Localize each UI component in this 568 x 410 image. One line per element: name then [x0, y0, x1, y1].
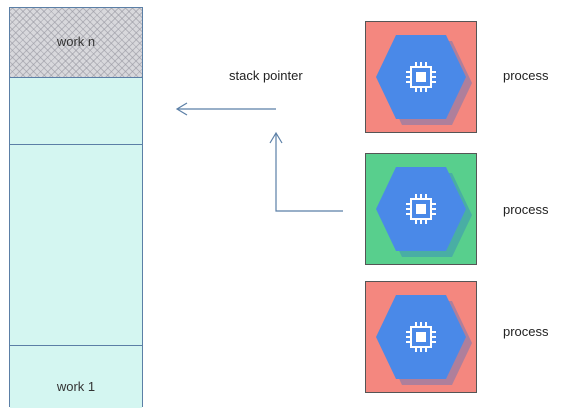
left-arrow-icon: [175, 102, 276, 116]
stack-slot-empty: [10, 78, 142, 145]
process-tile: [365, 281, 477, 393]
cpu-chip-icon: [366, 282, 476, 392]
stack-slot-work-n: work n: [10, 8, 142, 78]
cpu-chip-icon: [366, 154, 476, 264]
process-tile: [365, 153, 477, 265]
stack-pointer-label: stack pointer: [229, 68, 303, 83]
process-label: process: [503, 202, 549, 217]
stack-slot-work-1: work 1: [10, 346, 142, 408]
up-arrow-icon: [269, 131, 343, 212]
stack-top-label: work n: [56, 34, 96, 49]
process-label: process: [503, 324, 549, 339]
process-label: process: [503, 68, 549, 83]
process-tile: [365, 21, 477, 133]
stack-slot-empty: [10, 145, 142, 346]
cpu-chip-icon: [366, 22, 476, 132]
stack-bottom-label: work 1: [56, 379, 96, 394]
stack-column: work n work 1: [9, 7, 143, 408]
